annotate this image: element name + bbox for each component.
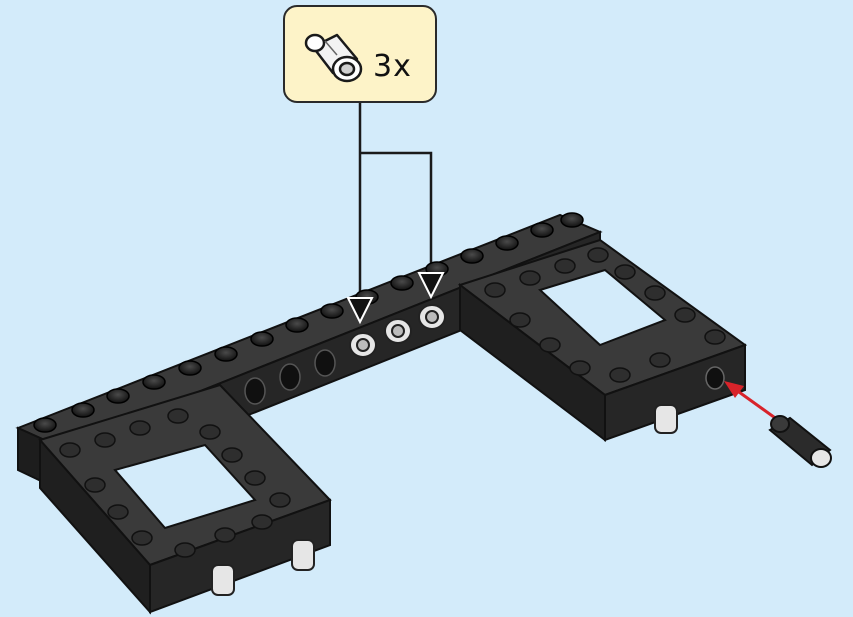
parts-callout: 3x bbox=[283, 5, 437, 103]
quantity-label: 3x bbox=[373, 49, 412, 84]
technic-frame-icon bbox=[38, 383, 332, 615]
loose-technic-pin-icon bbox=[768, 415, 832, 468]
insert-arrow-icon bbox=[724, 381, 779, 422]
down-arrow-icon bbox=[346, 272, 445, 325]
callout-pointer-lines bbox=[358, 103, 433, 300]
technic-frame-icon-right bbox=[457, 238, 748, 443]
technic-pin-icon bbox=[349, 304, 446, 358]
technic-pin-icon bbox=[304, 33, 363, 83]
